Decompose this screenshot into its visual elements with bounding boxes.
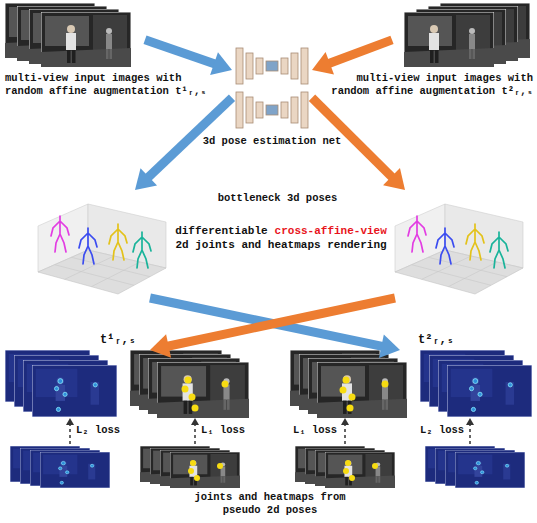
node-caption: joints and heatmaps from pseudo 2d poses [190, 491, 350, 517]
arrow-head [379, 334, 400, 357]
annotation-text: cross-affine-view [275, 224, 387, 238]
arrow-head [383, 168, 405, 190]
node-caption: multi-view input images with random affi… [5, 72, 217, 98]
edge-label-holder: L₂ loss [76, 424, 120, 437]
node-caption: multi-view input images with random affi… [321, 72, 533, 98]
flow-arrow [150, 298, 395, 358]
node-caption: t¹ᵣ,ₛ [100, 333, 136, 348]
edge-label: L₁ loss [293, 424, 337, 437]
flow-arrow [312, 40, 392, 75]
loss-arrow [191, 418, 199, 444]
arrow-head [210, 52, 232, 75]
input-image-stack: multi-view input images with random affi… [5, 3, 145, 70]
label-line: 2d joints and heatmaps rendering [131, 235, 431, 249]
edge-label-holder: L₁ loss [201, 424, 245, 437]
rendered-view-group: t²ᵣ,ₛ [290, 350, 535, 418]
arrow-shaft [344, 424, 346, 444]
loss-arrow [66, 418, 74, 444]
label-block: differentiable cross-affine-view2d joints… [131, 221, 431, 249]
edge-label: L₁ loss [201, 424, 245, 437]
network-block: 3d pose estimation net [232, 42, 312, 132]
arrow-head [191, 418, 199, 425]
arrow-shaft [194, 424, 196, 444]
arrow-head [312, 52, 334, 74]
arrow-head [466, 418, 474, 425]
loss-arrow [466, 418, 474, 444]
edge-label-holder: L₁ loss [293, 424, 337, 437]
loss-arrow [341, 418, 349, 444]
node-caption: 3d pose estimation net [203, 135, 342, 148]
arrow-shaft [329, 40, 392, 64]
arrow-head [66, 418, 74, 425]
rendered-view-group: t¹ᵣ,ₛ [5, 350, 250, 418]
arrow-shaft [469, 424, 471, 444]
arrow-shaft [168, 298, 395, 346]
arrow-head [135, 168, 157, 190]
arrow-shaft [69, 424, 71, 444]
annotation-text: differentiable [175, 224, 267, 238]
edge-label: L₂ loss [76, 424, 120, 437]
node-caption: bottleneck 3d poses [218, 192, 338, 205]
label-line: differentiable cross-affine-view [131, 221, 431, 235]
node-caption: t²ᵣ,ₛ [418, 333, 454, 348]
flow-arrow [145, 40, 232, 75]
flow-arrow [150, 298, 400, 358]
pseudo-label-group: joints and heatmaps from pseudo 2d poses [5, 444, 535, 520]
arrow-head [341, 418, 349, 425]
edge-label: L₂ loss [420, 424, 464, 437]
input-image-stack: multi-view input images with random affi… [392, 3, 532, 70]
arrow-head [150, 334, 171, 357]
edge-label-holder: L₂ loss [420, 424, 464, 437]
annotation-text: 2d joints and heatmaps rendering [175, 238, 386, 252]
arrow-shaft [145, 40, 215, 64]
